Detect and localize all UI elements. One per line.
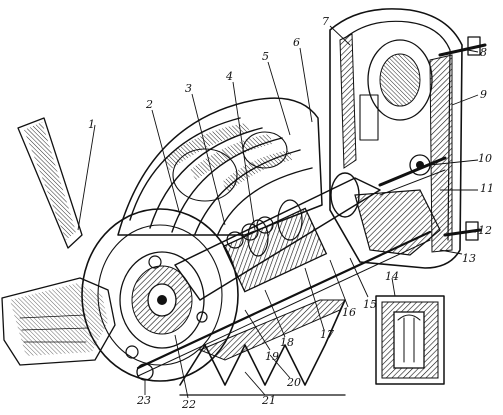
callout-6: 6	[293, 36, 300, 49]
brush-holder-inset	[375, 295, 445, 385]
callout-13: 13	[462, 252, 476, 265]
callout-4: 4	[225, 70, 233, 83]
belt-pulley	[179, 299, 346, 396]
callout-23: 23	[136, 394, 151, 407]
callout-17: 17	[320, 328, 334, 341]
callout-9: 9	[480, 88, 487, 101]
leader-lines	[77, 25, 479, 399]
callout-5: 5	[262, 50, 269, 63]
callout-22: 22	[181, 398, 196, 411]
callout-11: 11	[480, 182, 494, 195]
callout-12: 12	[478, 224, 492, 237]
callout-19: 19	[265, 350, 279, 363]
callout-15: 15	[363, 298, 377, 311]
callout-1: 1	[88, 118, 95, 131]
callout-8: 8	[480, 46, 487, 59]
callout-3: 3	[185, 82, 192, 95]
callout-2: 2	[145, 98, 153, 111]
callout-20: 20	[286, 376, 301, 389]
rear-housing	[329, 8, 463, 269]
callout-16: 16	[342, 306, 356, 319]
callout-18: 18	[280, 336, 294, 349]
callout-14: 14	[385, 270, 399, 283]
callout-labels: 1 2 3 4 5 6 7 8 9 10 11 12 13 14 15 16 1…	[88, 15, 494, 411]
through-bolts	[136, 36, 487, 377]
callout-7: 7	[322, 15, 329, 28]
front-pulley	[81, 208, 239, 382]
callout-21: 21	[261, 394, 276, 407]
callout-10: 10	[478, 152, 492, 165]
fan-blades	[1, 117, 116, 366]
shaft-assembly	[174, 154, 447, 301]
